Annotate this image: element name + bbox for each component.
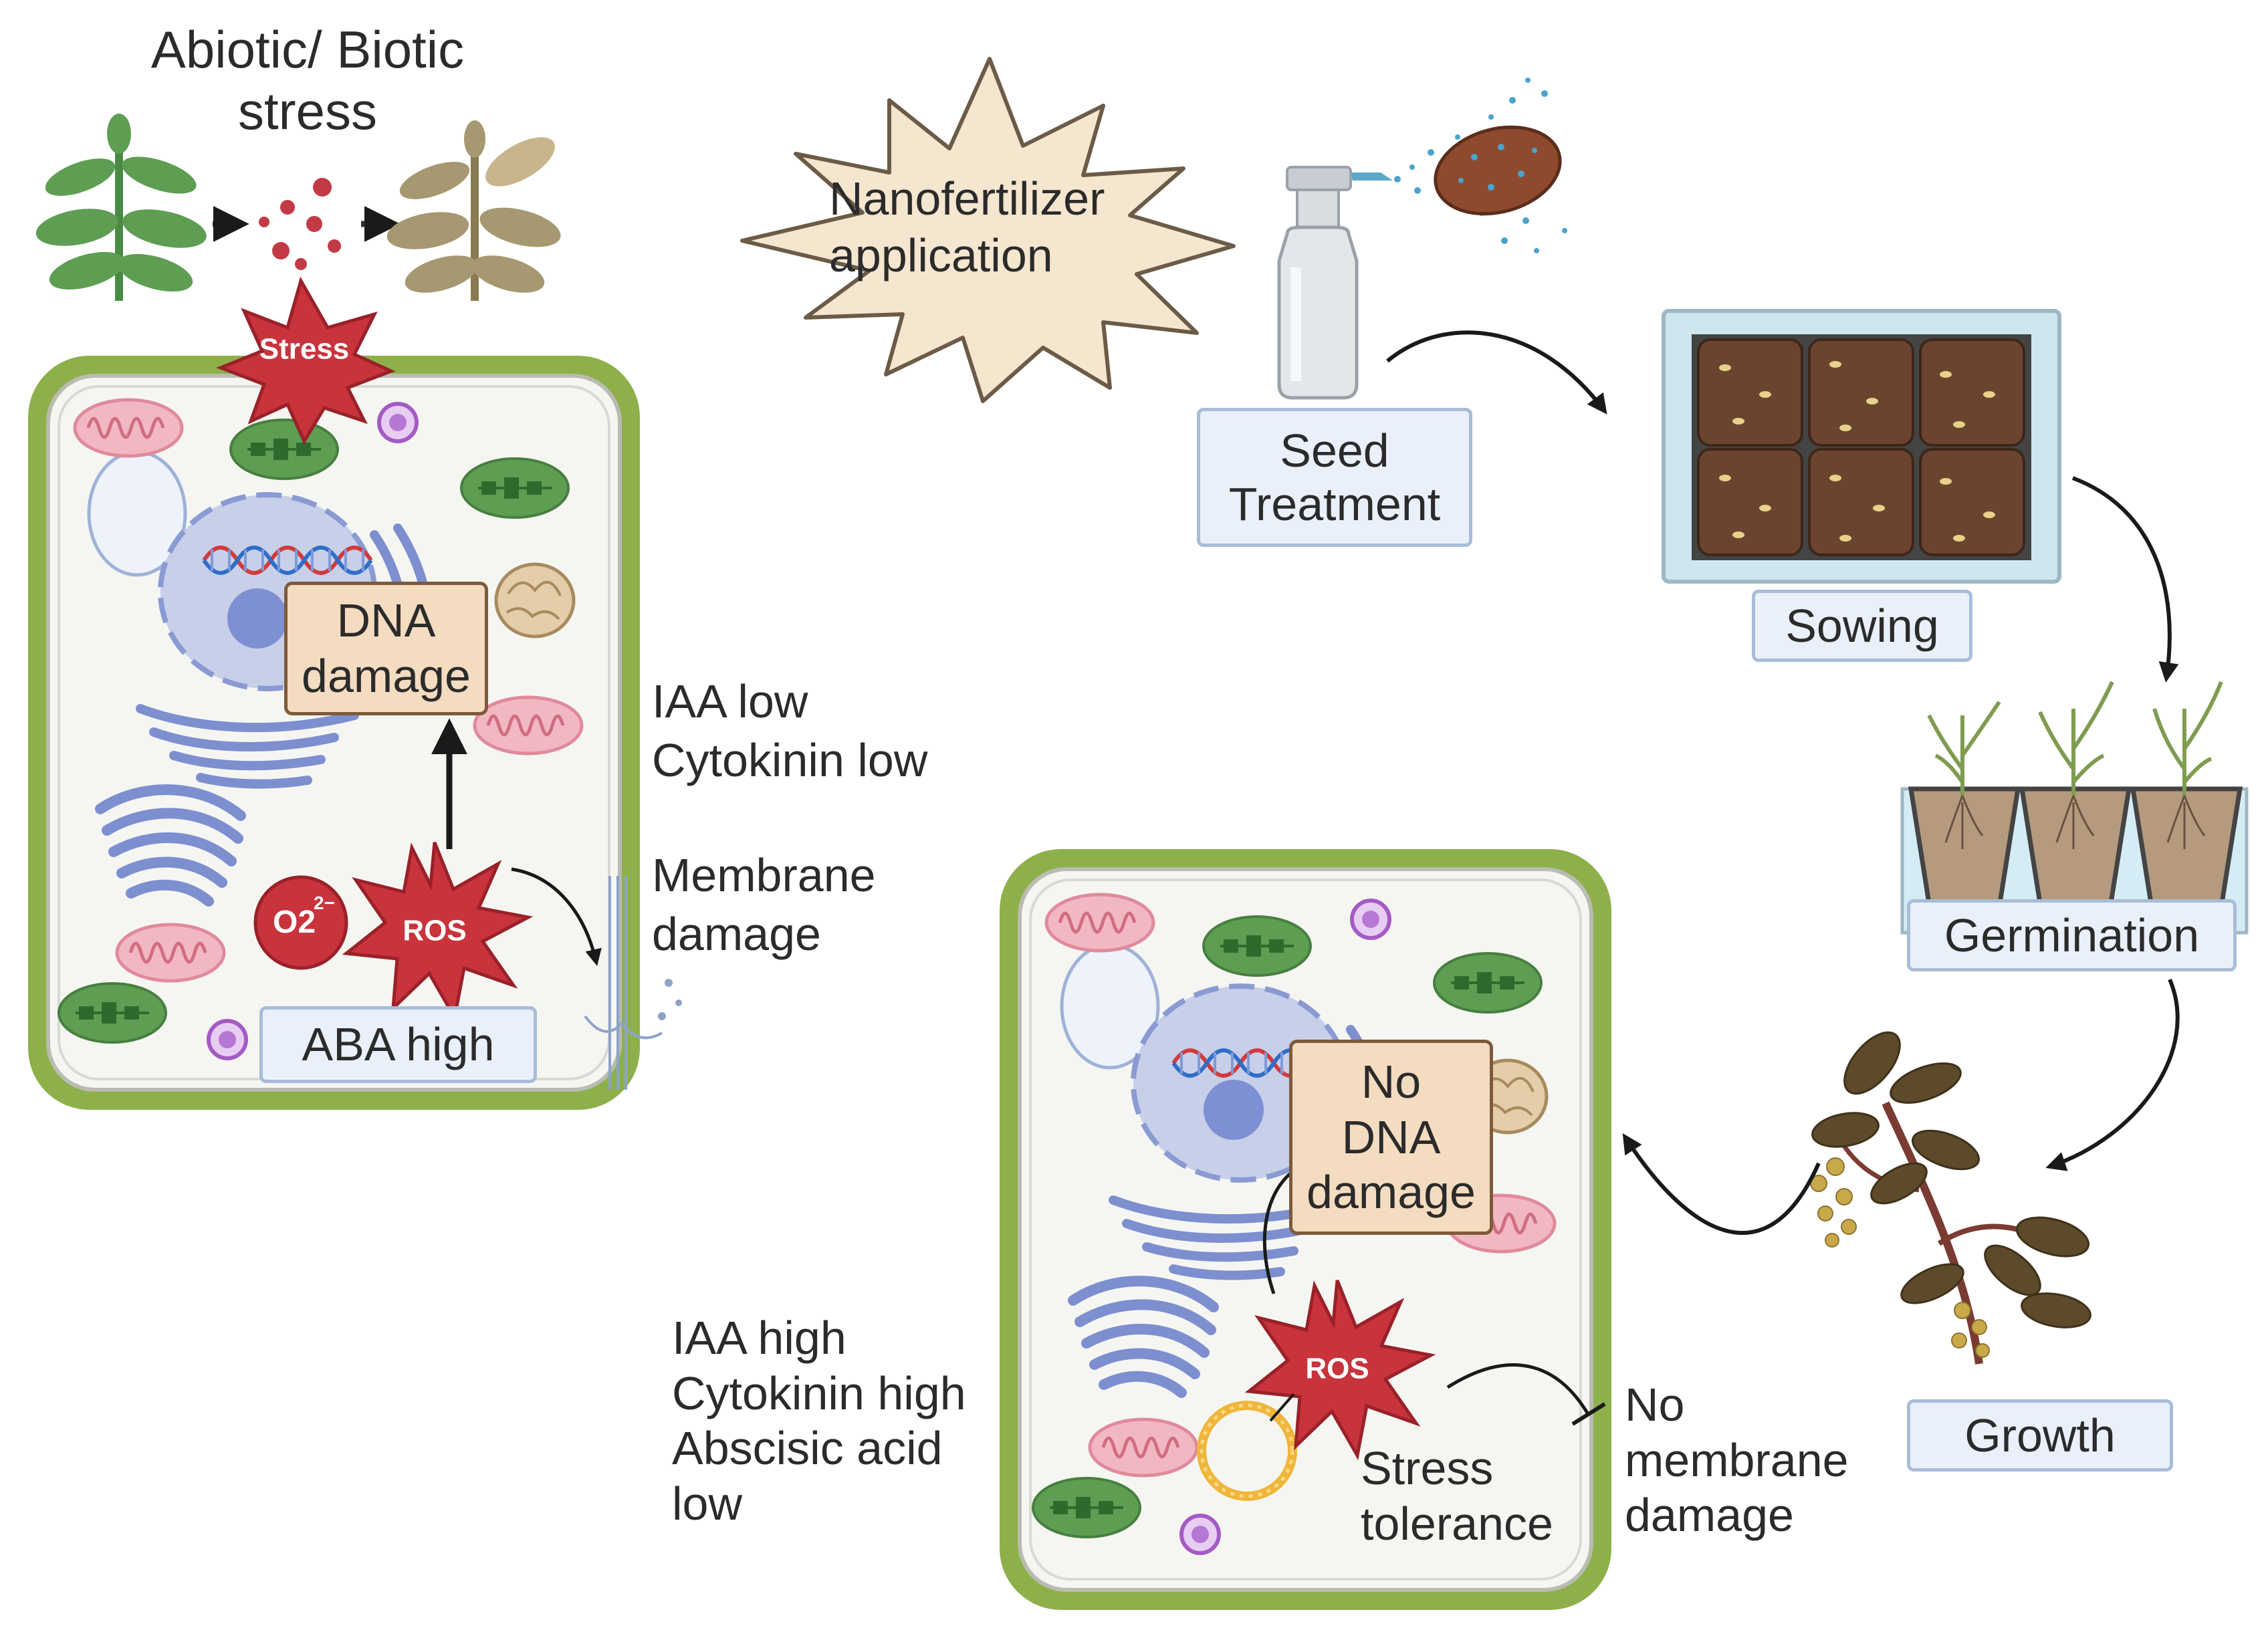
superoxide-icon [253,875,348,970]
flow-arrow [1386,330,1607,415]
healthy-hormone-label: IAA high Cytokinin high Abscisic acid lo… [672,1310,966,1531]
amyloplast [496,564,574,636]
nanofertilizer-line2: application [829,229,1053,282]
vesicle [1352,901,1389,938]
nanofertilizer-line1: Nanofertilizer [829,172,1105,225]
no-membrane-line2: membrane [1625,1433,1849,1486]
chloroplast [1202,915,1312,977]
ros-to-membrane-arrow [511,867,602,966]
dna-damage-line1: DNA [336,594,436,647]
nanofertilizer-burst [740,57,1236,403]
abscisic-low-label: low [672,1477,743,1530]
seed-icon [1434,125,1562,216]
chloroplast [229,419,339,480]
mitochondrion [117,925,224,981]
nanofertilizer-label: Nanofertilizer application [829,170,1137,285]
no-dna-damage-line3: damage [1307,1166,1476,1219]
pathogen-icon [259,178,341,270]
membrane-damage-line1: Membrane [652,849,876,901]
seed-treatment-line2: Treatment [1228,478,1441,530]
cytokinin-high-label: Cytokinin high [672,1367,966,1419]
vesicle [1181,1516,1219,1553]
aba-high-label: ABA high [302,1018,495,1071]
superoxide-charge: 2− [314,893,335,913]
membrane-damage-label: Membrane damage [652,846,876,963]
germination-box: Germination [1907,899,2237,971]
stress-badge-label: Stress [259,333,350,366]
no-membrane-damage-label: No membrane damage [1625,1377,1849,1543]
mitochondrion [475,697,582,753]
no-membrane-line1: No [1625,1379,1685,1431]
chloroplast [1433,952,1543,1014]
dna-damage-box: DNA damage [284,582,488,715]
chloroplast [460,457,570,519]
mitochondrion [1090,1419,1197,1476]
wilted-plant-icon [386,120,561,301]
ros-to-peroxisome-line [1269,1393,1295,1422]
growth-label: Growth [1964,1409,2116,1461]
iaa-low-label: IAA low [652,675,808,727]
healthy-plant-icon [35,114,207,301]
ros-label-healthy: ROS [1305,1353,1369,1385]
stress-tolerance-line2: tolerance [1361,1497,1553,1550]
no-dna-damage-line1: No [1361,1056,1422,1108]
stressed-hormone-label: IAA low Cytokinin low [652,672,927,790]
germination-label: Germination [1944,909,2200,961]
iaa-high-label: IAA high [672,1312,846,1364]
flow-arrow [2045,978,2180,1171]
aba-high-box: ABA high [259,1006,537,1083]
mitochondrion [1046,895,1153,951]
spray-bottle-icon [1277,166,1393,400]
stress-burst [216,276,396,445]
dna-damage-line2: damage [302,650,471,702]
vesicle [209,1021,246,1058]
superoxide-label: O2 [273,905,316,940]
grown-plant-icon [1810,1031,2091,1365]
ros-inhibition-line [1446,1363,1606,1426]
flow-arrow [1622,1133,1821,1235]
no-membrane-line3: damage [1625,1489,1794,1542]
cytokinin-low-label: Cytokinin low [652,734,928,787]
seed-tray-icon [1662,309,2061,584]
stress-title: Abiotic/ Biotic stress [67,19,548,142]
chloroplast [1032,1477,1141,1538]
stress-title-line2: stress [237,82,378,141]
ros-label-stressed: ROS [403,915,466,947]
vesicle [379,404,417,441]
stressed-cell [28,356,682,1110]
membrane-damage-line2: damage [652,908,821,961]
growth-box: Growth [1907,1399,2173,1472]
sowing-box: Sowing [1752,590,1972,662]
membrane-rupture [584,876,682,1090]
sowing-label: Sowing [1785,599,1939,652]
no-dna-damage-box: No DNA damage [1289,1040,1493,1235]
seed-treatment-line1: Seed [1280,424,1389,477]
chloroplast [58,982,167,1044]
germination-pots-icon [1900,681,2249,935]
mitochondrion [75,400,182,456]
abscisic-acid-label: Abscisic acid [672,1422,943,1475]
stress-tolerance-line1: Stress [1361,1442,1494,1494]
no-dna-damage-line2: DNA [1341,1110,1441,1163]
peroxisome [1197,1401,1297,1501]
flow-arrow [2071,476,2179,683]
seed-treatment-box: Seed Treatment [1197,408,1472,547]
ros-to-dna-arrow [1262,1172,1292,1294]
stress-title-line1: Abiotic/ Biotic [150,20,465,79]
stress-tolerance-label: Stress tolerance [1361,1441,1553,1551]
